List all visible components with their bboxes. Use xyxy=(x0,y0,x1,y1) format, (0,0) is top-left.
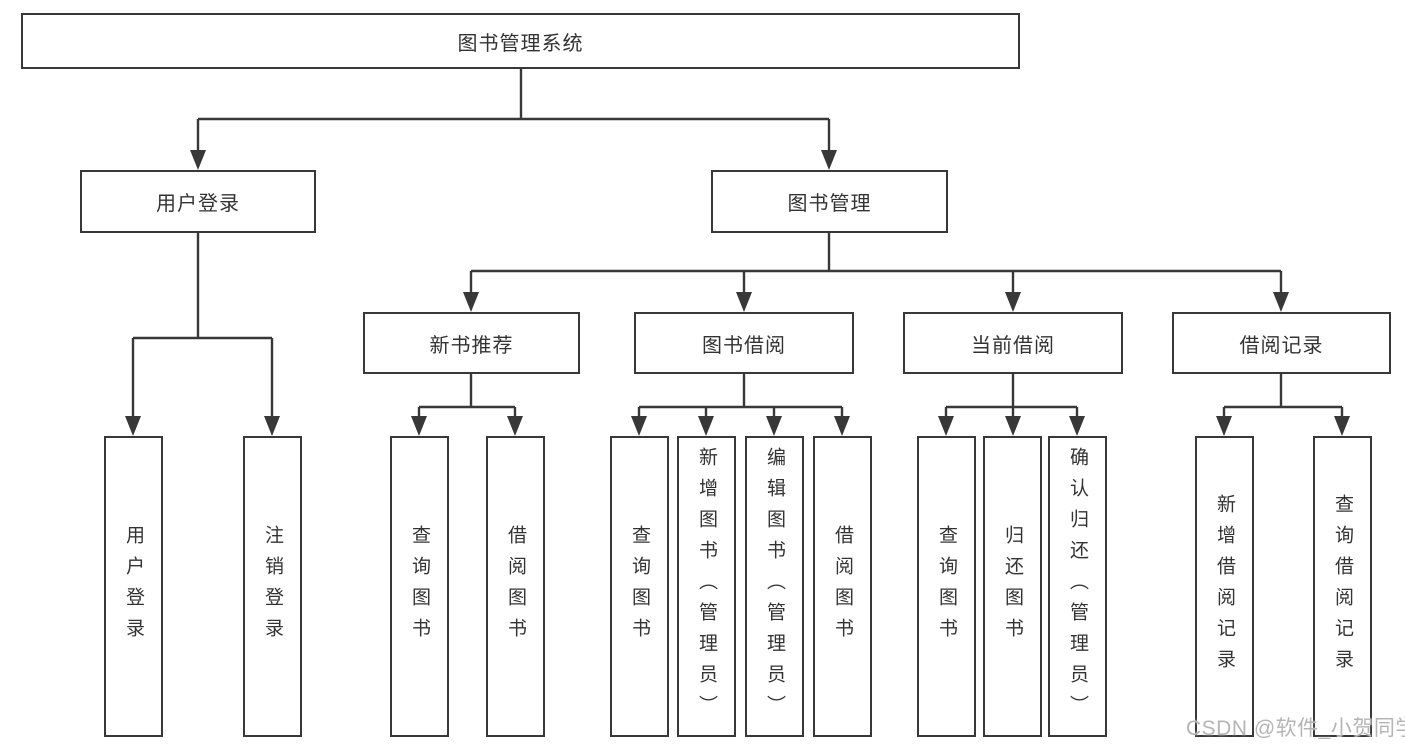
node-book-borrow: 图书借阅 xyxy=(634,312,854,374)
leaf-label: 编辑图书（管理员） xyxy=(764,447,785,726)
leaf-query-borrow-record: 查询借阅记录 xyxy=(1313,436,1372,737)
leaf-label: 查询图书 xyxy=(409,524,430,649)
leaf-label: 注销登录 xyxy=(262,524,283,649)
leaf-label: 查询图书 xyxy=(936,524,957,649)
leaf-label: 新增借阅记录 xyxy=(1214,493,1235,680)
leaf-label: 新增图书（管理员） xyxy=(696,447,717,726)
csdn-watermark: CSDN @软件_小贺同学 xyxy=(1186,717,1405,740)
leaf-return-book: 归还图书 xyxy=(983,436,1042,737)
leaf-label: 归还图书 xyxy=(1002,524,1023,649)
leaf-label: 查询图书 xyxy=(629,524,650,649)
leaf-label: 用户登录 xyxy=(123,524,144,649)
leaf-label: 借阅图书 xyxy=(832,524,853,649)
leaf-label: 借阅图书 xyxy=(505,524,526,649)
leaf-confirm-return-admin: 确认归还（管理员） xyxy=(1048,436,1107,737)
leaf-borrow-book-recommend: 借阅图书 xyxy=(486,436,545,737)
leaf-query-book-current: 查询图书 xyxy=(917,436,976,737)
node-user-login: 用户登录 xyxy=(80,170,316,233)
leaf-query-book-recommend: 查询图书 xyxy=(390,436,449,737)
leaf-logout: 注销登录 xyxy=(243,436,302,737)
node-book-management: 图书管理 xyxy=(711,170,948,233)
node-root: 图书管理系统 xyxy=(21,13,1020,69)
node-new-book-recommend: 新书推荐 xyxy=(363,312,580,374)
leaf-query-book-borrow: 查询图书 xyxy=(610,436,669,737)
node-current-borrow: 当前借阅 xyxy=(903,312,1123,374)
leaf-label: 确认归还（管理员） xyxy=(1067,447,1088,726)
leaf-borrow-book: 借阅图书 xyxy=(813,436,872,737)
node-borrow-record: 借阅记录 xyxy=(1172,312,1391,374)
leaf-label: 查询借阅记录 xyxy=(1332,493,1353,680)
leaf-user-login: 用户登录 xyxy=(104,436,163,737)
leaf-edit-book-admin: 编辑图书（管理员） xyxy=(745,436,804,737)
leaf-add-borrow-record: 新增借阅记录 xyxy=(1195,436,1254,737)
leaf-add-book-admin: 新增图书（管理员） xyxy=(677,436,736,737)
